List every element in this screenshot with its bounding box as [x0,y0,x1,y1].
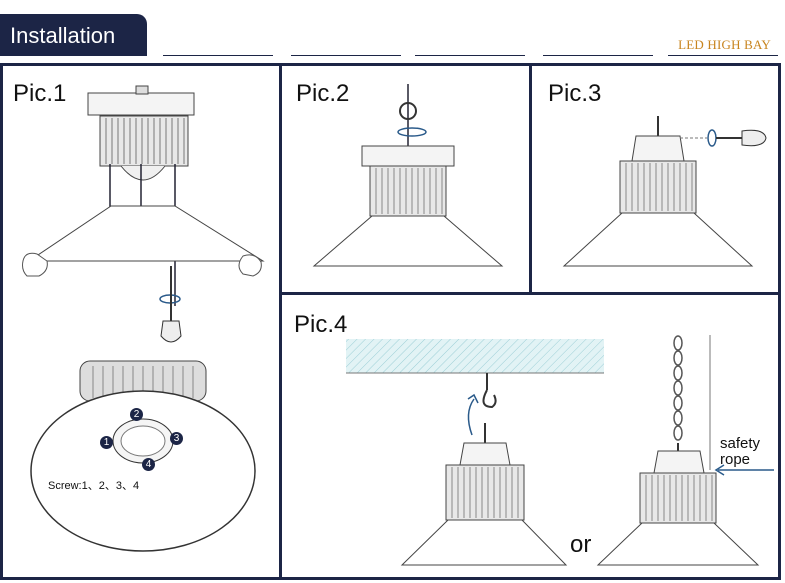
safety-rope-label-line1: safety [720,435,761,452]
section-title-tab: Installation [0,14,147,56]
screw-number-badge: 2 [130,408,143,421]
or-label: or [570,531,592,558]
panel-label: Pic.4 [294,311,348,338]
screw-number-badge: 4 [142,458,155,471]
screw-number-badge: 3 [170,432,183,445]
screw-number-badge: 1 [100,436,113,449]
header-divider [163,55,273,56]
panel-label: Pic.2 [296,80,350,107]
header-divider [415,55,525,56]
pic3-illustration [562,116,767,267]
panel-label: Pic.3 [548,80,602,107]
safety-rope-label: safety rope [720,436,760,468]
pic2-illustration [312,84,504,267]
safety-rope-label-line2: rope [720,451,751,468]
panel-label: Pic.1 [13,80,67,107]
panel-pic4: Pic.4 [279,292,781,580]
installation-frame: Pic.1 [0,63,785,583]
screw-note: Screw:1、2、3、4 [48,480,140,492]
header-divider [291,55,401,56]
pic4-illustration [346,335,774,566]
brand-underline [668,55,778,56]
panel-pic1: Pic.1 [0,63,282,580]
panel-pic3: Pic.3 [529,63,781,295]
pic1-illustration [22,85,265,552]
header-divider [543,55,653,56]
panel-pic2: Pic.2 [279,63,532,295]
brand-label: LED HIGH BAY [678,37,771,52]
section-title: Installation [10,23,116,48]
